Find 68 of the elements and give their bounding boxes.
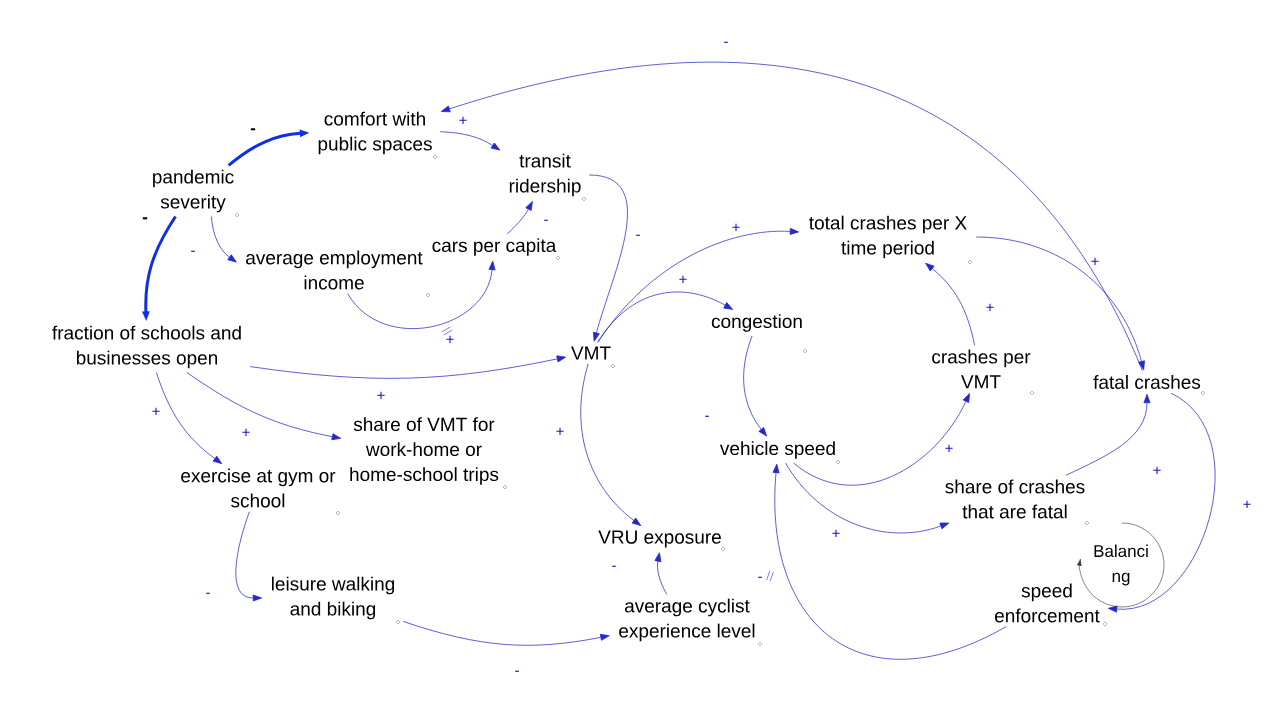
arrow [186,372,342,441]
arrow [402,621,610,646]
polarity-sign: + [986,303,994,311]
arrow [211,216,237,263]
arrow [597,291,733,343]
polarity-sign: + [1091,257,1099,265]
arrow [347,260,496,329]
polarity-sign: + [242,428,250,436]
variable-label: share of VMT for work-home or home-school trips [350,417,499,485]
polarity-sign: - [612,565,616,567]
arrow [249,355,567,379]
variable-label: pandemic severity [153,169,234,213]
variable-label: congestion [711,314,802,332]
arrow [156,372,223,464]
polarity-sign: + [556,427,564,435]
variable-label: VMT [571,346,611,360]
variable-label: VRU exposure [598,530,721,548]
arrow [1065,393,1151,476]
polarity-sign: - [515,670,519,672]
polarity-sign: - [705,415,709,417]
polarity-sign: + [1153,466,1161,474]
loop-label: Balanci ng [1094,544,1148,586]
variable-label: total crashes per X time period [809,215,967,259]
polarity-sign: + [152,407,160,415]
polarity-sign: - [142,217,148,220]
polarity-sign: + [945,444,953,452]
arrow [588,174,628,342]
arrow [785,462,950,534]
variable-label: fraction of schools and businesses open [52,325,241,369]
variable-label: transit ridership [509,153,581,197]
polarity-sign: - [636,234,640,236]
polarity-sign: - [544,219,548,221]
arrow [440,62,1143,372]
polarity-sign: + [679,275,687,283]
variable-label: cars per capita [432,238,557,256]
polarity-sign: + [377,391,385,399]
arrow [793,393,970,486]
polarity-sign: - [724,41,728,43]
variable-label: share of crashes that are fatal [945,479,1085,519]
variable-label: exercise at gym or school [181,468,336,508]
variable-label: fatal crashes [1093,375,1201,389]
polarity-sign: + [832,529,840,537]
arrow [975,236,1145,371]
polarity-sign: + [459,116,467,124]
variable-label: comfort with public spaces [318,111,432,155]
polarity-sign: + [1243,500,1251,508]
polarity-sign: - [758,576,762,578]
variable-label: average employment income [246,250,423,290]
arrow [925,262,975,346]
variable-label: leisure walking and biking [272,576,395,620]
arrow [597,228,800,343]
arrow [235,511,263,602]
variable-label: speed enforcement [995,583,1100,623]
arrow [580,363,642,526]
variable-label: average cyclist experience level [619,598,755,642]
arrow [439,131,501,151]
arrow [506,201,533,235]
polarity-sign: - [206,592,210,594]
arrow [743,335,767,437]
polarity-sign: - [191,250,195,252]
polarity-sign: - [250,128,256,131]
variable-label: vehicle speed [719,441,835,459]
arrow [772,463,1007,660]
polarity-sign: + [446,335,454,343]
arrow [654,552,668,595]
arrow [1107,392,1216,613]
variable-label: crashes per VMT [932,349,1031,389]
polarity-sign: + [732,223,740,231]
